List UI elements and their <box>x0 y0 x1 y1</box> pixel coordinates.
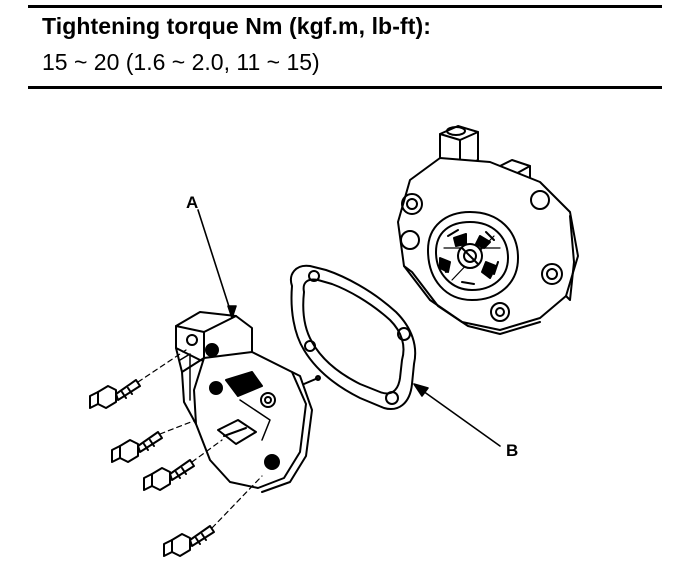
bolt-2 <box>111 431 163 463</box>
leader-line-b <box>413 383 501 447</box>
top-rule <box>28 5 662 8</box>
torque-spec-values: 15 ~ 20 (1.6 ~ 2.0, 11 ~ 15) <box>42 49 320 75</box>
bolt-1 <box>89 379 141 409</box>
callout-b: B <box>506 441 518 460</box>
torque-spec-title: Tightening torque Nm (kgf.m, lb-ft): <box>42 13 432 39</box>
gasket <box>290 264 417 410</box>
pump-body <box>397 125 579 335</box>
bolt-4 <box>163 525 215 557</box>
alignment-lines <box>137 349 263 529</box>
leader-line-a <box>197 209 237 319</box>
callout-a: A <box>186 193 198 212</box>
bottom-rule <box>28 86 662 89</box>
bolt-3 <box>143 459 195 491</box>
pump-cover <box>175 311 321 493</box>
